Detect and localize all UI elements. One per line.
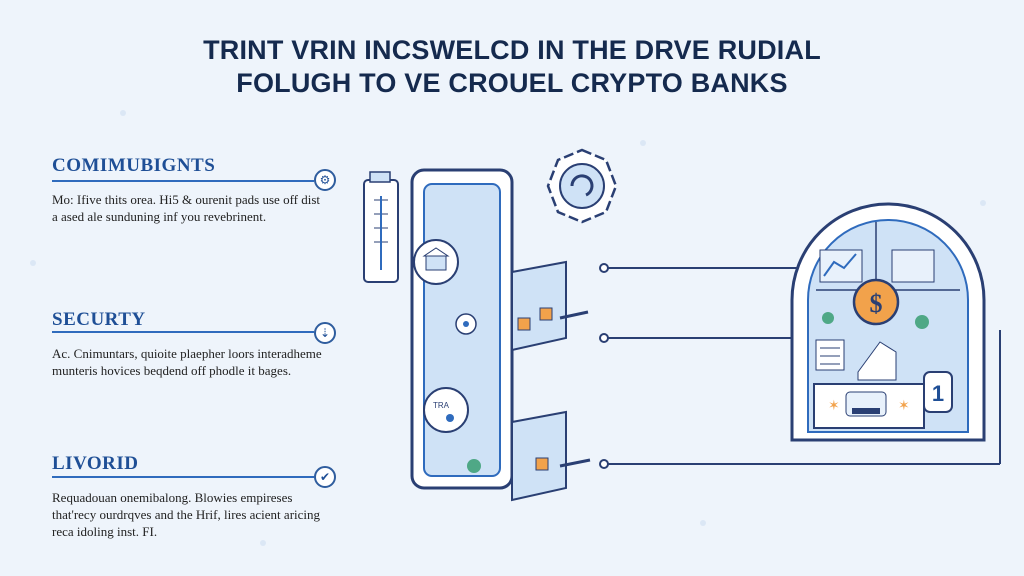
section-communications: COMIMUBIGNTS ⚙ Mo: Ifive thits orea. Hi5… bbox=[52, 154, 352, 225]
background-dot bbox=[30, 260, 36, 266]
dollar-symbol: $ bbox=[870, 289, 883, 318]
spark-icon: ✶ bbox=[898, 397, 910, 413]
section-divider bbox=[52, 476, 314, 478]
connector-lines bbox=[599, 263, 1001, 469]
section-heading: SECURTY bbox=[52, 309, 146, 330]
section-heading: COMIMUBIGNTS bbox=[52, 155, 216, 176]
section-divider bbox=[52, 331, 314, 333]
section-heading: LIVORID bbox=[52, 453, 139, 474]
central-tower: TRA bbox=[410, 168, 514, 490]
tray-lower bbox=[511, 410, 591, 502]
virus-icon bbox=[467, 459, 481, 473]
section-body: Requadouan onemibalong. Blowies empirese… bbox=[52, 490, 321, 539]
dollar-coin-icon bbox=[852, 278, 900, 326]
section-body: Ac. Cnimuntars, quioite plaepher loors i… bbox=[52, 346, 322, 378]
counter-badge: 1 bbox=[932, 381, 944, 406]
section-divider bbox=[52, 180, 314, 182]
spark-icon: ✶ bbox=[828, 397, 840, 413]
tower-label: TRA bbox=[433, 401, 450, 410]
robot-icon bbox=[423, 387, 469, 433]
background-dot bbox=[640, 140, 646, 146]
background-dot bbox=[120, 110, 126, 116]
gear-icon: ⚙ bbox=[314, 169, 336, 191]
background-dot bbox=[980, 200, 986, 206]
crypto-vault: $ ✶ ✶ 1 bbox=[790, 202, 986, 442]
background-dot bbox=[700, 520, 706, 526]
background-dot bbox=[260, 540, 266, 546]
title-line-2: FOLUGH TO VE CROUEL CRYPTO BANKS bbox=[236, 68, 788, 98]
tray-upper bbox=[511, 260, 589, 352]
checkmark-icon: ✔ bbox=[314, 466, 336, 488]
page-title: TRINT VRIN INCSWELCD IN THE DRVE RUDIAL … bbox=[0, 34, 1024, 100]
gear-icon bbox=[546, 148, 618, 224]
section-security: SECURTY ⇣ Ac. Cnimuntars, quioite plaeph… bbox=[52, 308, 352, 379]
title-line-1: TRINT VRIN INCSWELCD IN THE DRVE RUDIAL bbox=[203, 35, 821, 65]
gauge-panel bbox=[363, 171, 399, 283]
section-livorid: LIVORID ✔ Requadouan onemibalong. Blowie… bbox=[52, 452, 352, 540]
section-body: Mo: Ifive thits orea. Hi5 & ourenit pads… bbox=[52, 192, 321, 224]
arrow-down-icon: ⇣ bbox=[314, 322, 336, 344]
